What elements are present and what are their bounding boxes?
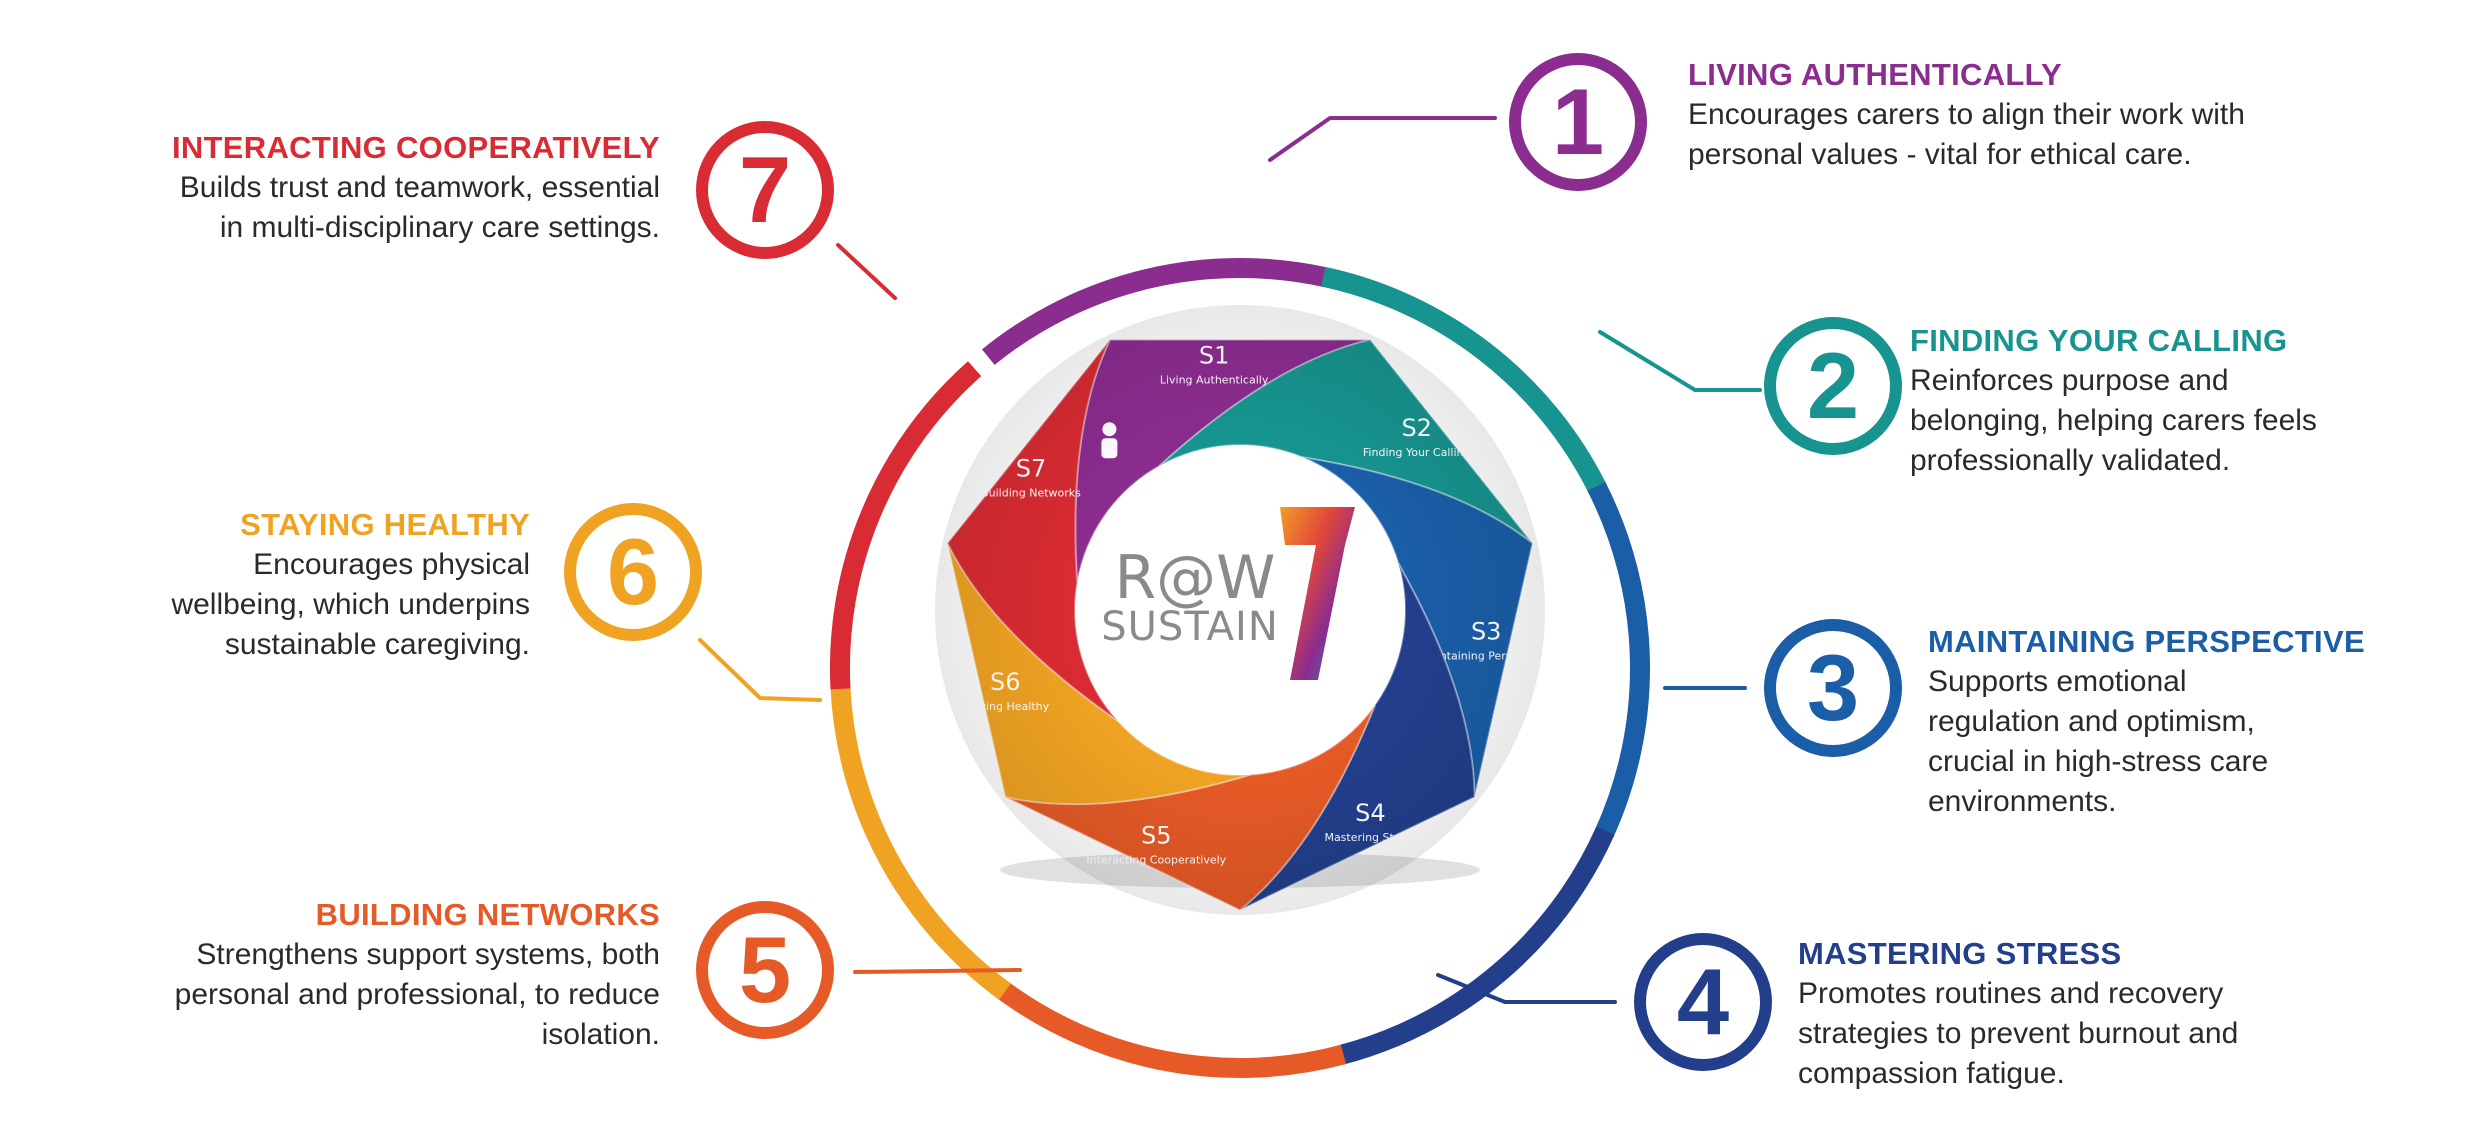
badge-number-4: 4 bbox=[1677, 949, 1729, 1054]
badge-number-7: 7 bbox=[739, 137, 791, 242]
item-5-desc-line-3: isolation. bbox=[541, 1018, 660, 1051]
badge-4: 4 bbox=[1634, 933, 1772, 1071]
item-7-text: INTERACTING COOPERATIVELY Builds trust a… bbox=[172, 128, 660, 248]
connector-7 bbox=[836, 243, 897, 300]
connector-2 bbox=[1598, 330, 1762, 392]
connector-1 bbox=[1268, 116, 1497, 162]
item-3-text: MAINTAINING PERSPECTIVE Supports emotion… bbox=[1928, 622, 2365, 822]
badge-ring-1 bbox=[1509, 53, 1647, 191]
item-1-title: LIVING AUTHENTICALLY bbox=[1688, 57, 2062, 92]
item-3-title: MAINTAINING PERSPECTIVE bbox=[1928, 624, 2365, 659]
badge-number-3: 3 bbox=[1807, 635, 1859, 740]
item-7-title: INTERACTING COOPERATIVELY bbox=[171, 130, 660, 165]
ring-arc-7 bbox=[829, 361, 982, 690]
badge-ring-7 bbox=[696, 121, 834, 259]
logo-sustain-text: SUSTAIN bbox=[1101, 604, 1278, 650]
badge-ring-5 bbox=[696, 901, 834, 1039]
item-4-text: MASTERING STRESS Promotes routines and r… bbox=[1798, 934, 2238, 1094]
logo-seven-mark bbox=[1280, 507, 1355, 680]
item-4-desc-line-1: Promotes routines and recovery bbox=[1798, 977, 2224, 1010]
item-7-desc-line-1: Builds trust and teamwork, essential bbox=[179, 171, 660, 204]
item-5-title: BUILDING NETWORKS bbox=[315, 897, 660, 932]
badge-6: 6 bbox=[564, 503, 702, 641]
badge-ring-6 bbox=[564, 503, 702, 641]
connector-5 bbox=[853, 968, 1022, 974]
badge-ring-3 bbox=[1764, 619, 1902, 757]
item-2-title: FINDING YOUR CALLING bbox=[1910, 323, 2288, 358]
item-3-desc-line-4: environments. bbox=[1928, 785, 2117, 818]
item-2-desc-line-2: belonging, helping carers feels bbox=[1910, 404, 2317, 437]
badge-number-5: 5 bbox=[739, 917, 791, 1022]
item-7-desc-line-2: in multi-disciplinary care settings. bbox=[219, 211, 660, 244]
ring-arc-1 bbox=[982, 258, 1329, 365]
item-5-desc-line-1: Strengthens support systems, both bbox=[196, 938, 660, 971]
ring-arc-4 bbox=[1338, 826, 1615, 1065]
number-badges: 1 2 3 4 5 6 7 bbox=[564, 53, 1902, 1071]
badge-number-2: 2 bbox=[1807, 333, 1859, 438]
connector-6 bbox=[698, 638, 822, 702]
item-6-desc-line-3: sustainable caregiving. bbox=[224, 628, 530, 661]
connector-4 bbox=[1436, 973, 1617, 1004]
item-2-text: FINDING YOUR CALLING Reinforces purpose … bbox=[1910, 321, 2317, 481]
item-6-desc-line-2: wellbeing, which underpins bbox=[171, 588, 530, 621]
item-4-desc-line-2: strategies to prevent burnout and bbox=[1798, 1017, 2239, 1050]
badge-7: 7 bbox=[696, 121, 834, 259]
badge-5: 5 bbox=[696, 901, 834, 1039]
ring-arc-3 bbox=[1587, 481, 1650, 838]
item-3-desc-line-1: Supports emotional bbox=[1928, 665, 2187, 698]
item-1-desc-line-2: personal values - vital for ethical care… bbox=[1688, 138, 2192, 171]
badge-ring-2 bbox=[1764, 317, 1902, 455]
logo-raw-text: R@W bbox=[1114, 543, 1275, 613]
ring-arc-2 bbox=[1321, 266, 1607, 494]
badge-ring-4 bbox=[1634, 933, 1772, 1071]
item-6-desc-line-1: Encourages physical bbox=[253, 548, 530, 581]
item-1-desc-line-1: Encourages carers to align their work wi… bbox=[1688, 98, 2245, 131]
connector-lines bbox=[698, 116, 1762, 1004]
item-6-title: STAYING HEALTHY bbox=[240, 507, 530, 542]
item-5-desc-line-2: personal and professional, to reduce bbox=[174, 978, 660, 1011]
badge-3: 3 bbox=[1764, 619, 1902, 757]
item-2-desc-line-3: professionally validated. bbox=[1910, 444, 2231, 477]
heptagon-swirl: S1Living AuthenticallyS2Finding Your Cal… bbox=[935, 305, 1552, 915]
ring-arc-6 bbox=[830, 685, 1011, 1000]
badge-number-6: 6 bbox=[607, 519, 659, 624]
badge-1: 1 bbox=[1509, 53, 1647, 191]
item-1-text: LIVING AUTHENTICALLY Encourages carers t… bbox=[1688, 55, 2245, 175]
item-6-text: STAYING HEALTHY Encourages physical well… bbox=[171, 505, 530, 665]
item-4-desc-line-3: compassion fatigue. bbox=[1798, 1057, 2065, 1090]
badge-number-1: 1 bbox=[1552, 69, 1604, 174]
ring-arc-5 bbox=[996, 981, 1347, 1078]
item-2-desc-line-1: Reinforces purpose and bbox=[1910, 364, 2229, 397]
item-3-desc-line-2: regulation and optimism, bbox=[1928, 705, 2255, 738]
outer-ring bbox=[829, 258, 1650, 1078]
item-4-title: MASTERING STRESS bbox=[1798, 936, 2122, 971]
item-5-text: BUILDING NETWORKS Strengthens support sy… bbox=[175, 895, 660, 1055]
badge-2: 2 bbox=[1764, 317, 1902, 455]
item-3-desc-line-3: crucial in high-stress care bbox=[1928, 745, 2269, 778]
